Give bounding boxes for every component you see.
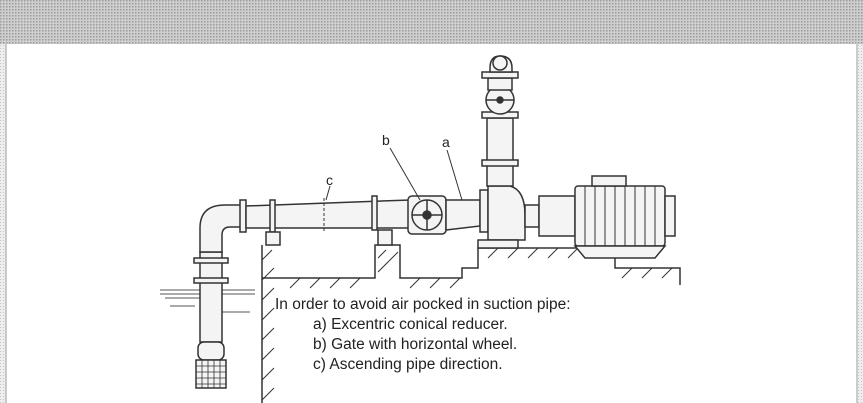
caption-heading: In order to avoid air pocked in suction … — [275, 296, 571, 313]
suction-pipe — [193, 199, 247, 389]
header-band — [0, 0, 863, 44]
pump — [477, 55, 526, 249]
caption: In order to avoid air pocked in suction … — [275, 295, 571, 375]
gate-valve — [407, 195, 447, 235]
foundation — [261, 244, 681, 403]
callout-leaders — [325, 147, 463, 201]
caption-item-b: b) Gate with horizontal wheel. — [313, 336, 518, 353]
caption-item-a: a) Excentric conical reducer. — [313, 316, 508, 333]
eccentric-reducer — [445, 189, 489, 233]
callout-b-label: b — [382, 132, 390, 148]
ascending-pipe — [245, 195, 411, 246]
caption-item-c: c) Ascending pipe direction. — [313, 356, 503, 373]
callout-c-label: c — [326, 172, 333, 188]
motor — [524, 175, 676, 259]
callout-a-label: a — [442, 134, 450, 150]
